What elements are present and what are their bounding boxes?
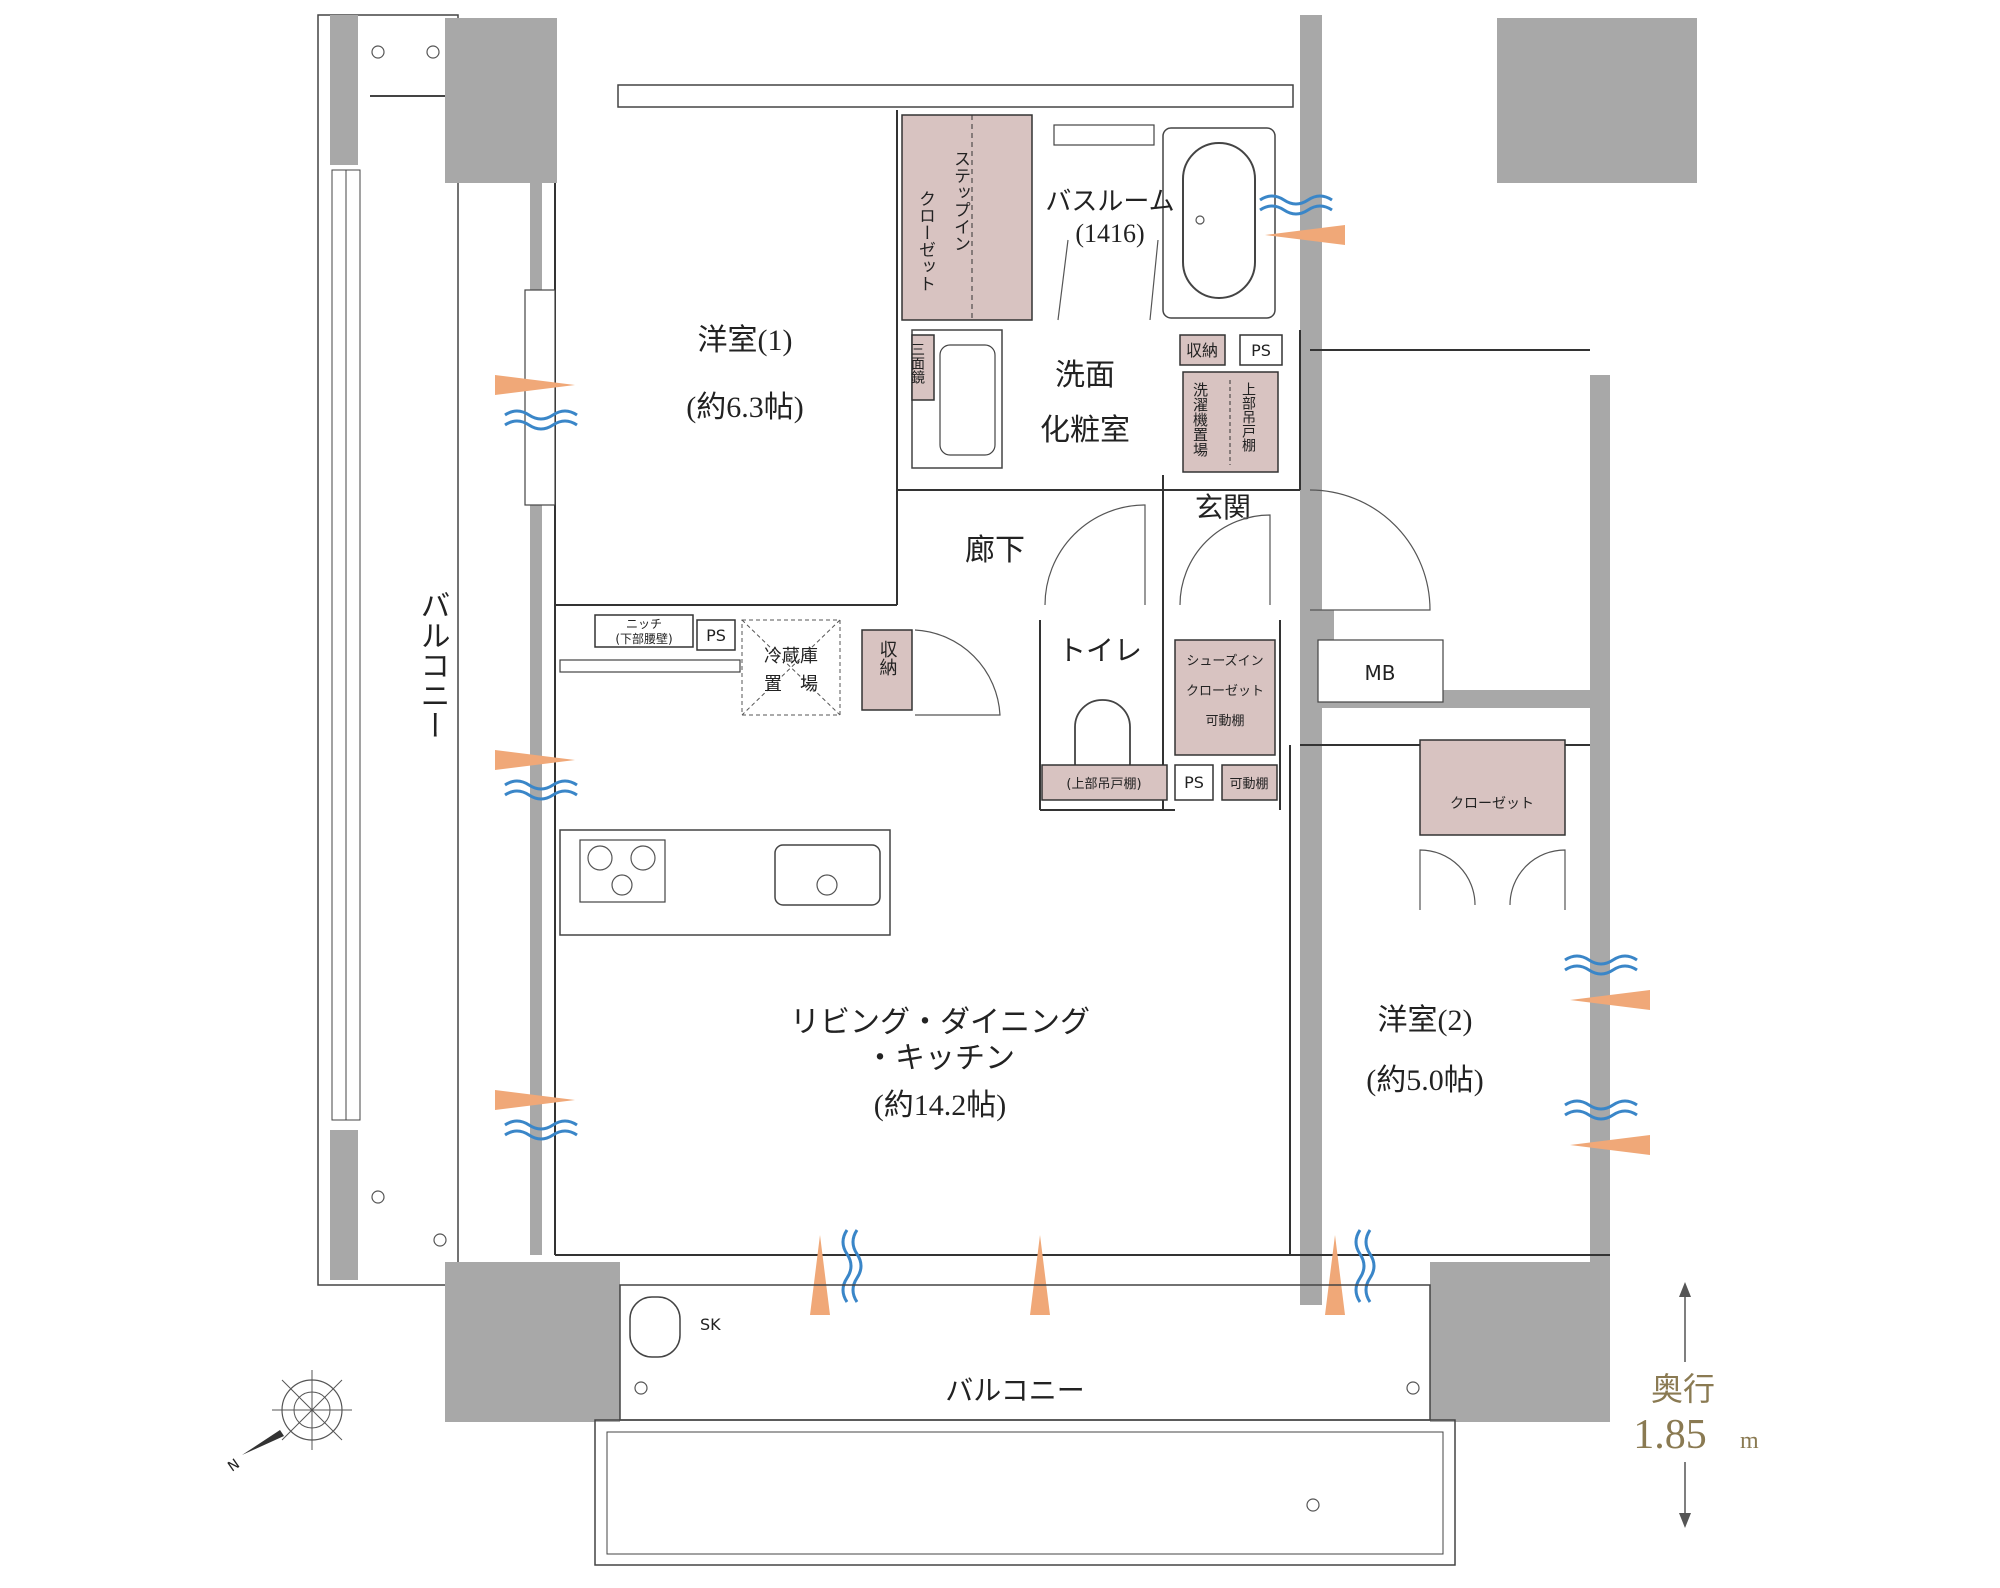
- western-room-2: クローゼット 洋室(2) (約5.0帖): [1366, 739, 1566, 1097]
- west-balcony: [317, 14, 459, 1286]
- airflow-arrow-icon: [1570, 990, 1650, 1010]
- depth-unit: m: [1740, 1428, 1759, 1454]
- step-in-closet: ステップイン クローゼット: [901, 114, 1033, 321]
- toilet-label: トイレ: [1058, 636, 1142, 667]
- breeze-wave-icon: [504, 1119, 578, 1141]
- bathroom: バスルーム (1416): [1045, 124, 1276, 321]
- sk-label: SK: [700, 1315, 721, 1334]
- western-room-1: 洋室(1) (約6.3帖): [524, 289, 804, 506]
- washroom-storage-label: 収納: [1186, 341, 1218, 360]
- airflow-arrow-icon: [1325, 1235, 1345, 1315]
- depth-label: 奥行: [1651, 1371, 1715, 1407]
- airflow-arrow-icon: [495, 750, 575, 770]
- sink-icon: [774, 844, 881, 906]
- balcony-depth-indicator: 奥行 1.85 m: [1633, 1282, 1759, 1528]
- shoes-closet-label-3: 可動棚: [1205, 714, 1244, 729]
- western-room-2-name: 洋室(2): [1378, 1004, 1473, 1037]
- washroom-label-2: 化粧室: [1040, 414, 1130, 447]
- hall-storage-label: 収納: [877, 640, 898, 676]
- breeze-wave-icon: [1259, 194, 1333, 216]
- south-balcony-label: バルコニー: [945, 1376, 1084, 1407]
- airflow-arrow-icon: [1265, 225, 1345, 245]
- fridge-label-2: 置 場: [764, 674, 818, 695]
- airflow-indicators: [495, 194, 1650, 1315]
- washroom: 三面鏡 洗面 化粧室 収納 PS 洗濯機置場 上部吊戸棚: [909, 329, 1283, 473]
- niche-label: ニッチ: [626, 617, 662, 631]
- ldk-size: (約14.2帖): [874, 1089, 1006, 1122]
- airflow-arrow-icon: [495, 1090, 575, 1110]
- breeze-wave-icon: [504, 409, 578, 431]
- entrance-label: 玄関: [1195, 492, 1251, 524]
- breeze-wave-icon: [841, 1229, 863, 1303]
- airflow-arrow-icon: [1030, 1235, 1050, 1315]
- washer-shelf-label: 上部吊戸棚: [1240, 382, 1256, 452]
- closet-label: クローゼット: [1450, 796, 1534, 812]
- airflow-arrow-icon: [495, 375, 575, 395]
- structural-walls: [445, 15, 1697, 1422]
- western-room-2-size: (約5.0帖): [1366, 1064, 1483, 1097]
- ldk-name-line1: リビング・ダイニング: [790, 1006, 1090, 1039]
- mirror-label: 三面鏡: [909, 342, 925, 384]
- hallway: 廊下 玄関 MB: [965, 489, 1444, 703]
- depth-value: 1.85: [1633, 1412, 1707, 1458]
- svg-text:N: N: [225, 1456, 243, 1475]
- kitchen-ps-label: PS: [706, 626, 726, 645]
- toilet-shelf-label: (上部吊戸棚): [1066, 777, 1141, 792]
- movable-shelf-label: 可動棚: [1229, 777, 1268, 792]
- washroom-label-1: 洗面: [1055, 359, 1115, 392]
- breeze-wave-icon: [1354, 1229, 1376, 1303]
- breeze-wave-icon: [1564, 1099, 1638, 1121]
- shoes-closet-label-1: シューズイン: [1186, 653, 1263, 669]
- shoes-in-closet: シューズイン クローゼット 可動棚 可動棚: [1174, 639, 1278, 801]
- ldk-room: リビング・ダイニング ・キッチン (約14.2帖): [790, 1006, 1090, 1122]
- stove-icon: [579, 839, 666, 903]
- airflow-arrow-icon: [1570, 1135, 1650, 1155]
- bathroom-size: (1416): [1075, 219, 1144, 248]
- kitchen-utilities: ニッチ (下部腰壁) PS 冷蔵庫 置 場 収納: [559, 614, 1001, 716]
- kitchen-counter: [559, 829, 891, 936]
- west-balcony-label: バルコニー: [416, 590, 449, 740]
- bathtub-icon: [1182, 142, 1256, 299]
- bath-ps-label: PS: [1251, 341, 1271, 360]
- compass-icon: N: [225, 1370, 352, 1475]
- ldk-name-line2: ・キッチン: [865, 1042, 1015, 1075]
- breeze-wave-icon: [504, 779, 578, 801]
- breeze-wave-icon: [1564, 954, 1638, 976]
- fridge-label-1: 冷蔵庫: [764, 646, 818, 667]
- step-in-closet-label-2: クローゼット: [915, 190, 935, 292]
- western-room-1-name: 洋室(1): [698, 324, 793, 357]
- niche-sub-label: (下部腰壁): [615, 631, 672, 646]
- toilet-ps-label: PS: [1184, 773, 1204, 792]
- step-in-closet-label-1: ステップイン: [950, 150, 970, 252]
- hallway-label: 廊下: [965, 534, 1025, 567]
- washer-label: 洗濯機置場: [1191, 382, 1209, 457]
- bathroom-name: バスルーム: [1045, 187, 1174, 216]
- south-balcony: SK バルコニー: [594, 1284, 1456, 1566]
- interior-walls: [554, 110, 1610, 1256]
- shoes-closet-label-2: クローゼット: [1186, 684, 1264, 699]
- airflow-arrow-icon: [810, 1235, 830, 1315]
- toilet: トイレ (上部吊戸棚) PS: [1041, 636, 1214, 801]
- mb-label: MB: [1365, 661, 1396, 685]
- western-room-1-size: (約6.3帖): [686, 391, 803, 424]
